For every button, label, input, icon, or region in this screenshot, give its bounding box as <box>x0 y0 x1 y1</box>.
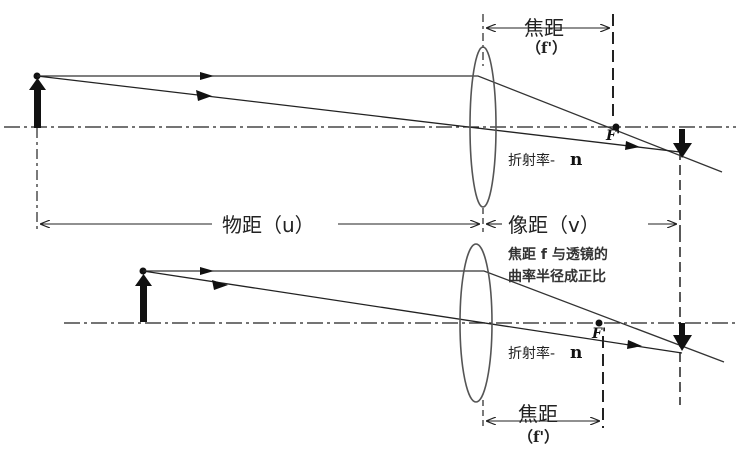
top-ray-center <box>36 75 681 153</box>
note-line-1: 焦距 f 与透镜的 <box>507 246 608 263</box>
bottom-focus-mark: F' <box>591 326 606 342</box>
top-object-arrow <box>29 72 46 128</box>
top-image-arrow <box>673 129 692 158</box>
top-ray-parallel <box>37 75 723 173</box>
top-diagram: F' 焦距 （f'） 折射率- n <box>4 14 736 232</box>
bottom-ray-parallel <box>143 270 725 363</box>
bottom-focal-point <box>595 319 603 327</box>
bottom-object-arrow <box>135 267 152 322</box>
bottom-ray-dir-3 <box>627 340 642 349</box>
top-focal-symbol: （f'） <box>526 39 567 57</box>
bottom-ray-dir-2 <box>212 280 228 290</box>
bottom-ray-dir-1 <box>200 267 214 275</box>
top-ray-dir-2 <box>196 90 212 101</box>
top-lens <box>469 46 497 208</box>
bottom-ray-center <box>142 270 683 354</box>
bottom-refraction-label: 折射率- <box>508 345 555 362</box>
bottom-diagram: F' 折射率- n 焦距 （f'） <box>64 232 736 446</box>
top-ray-dir-3 <box>625 141 640 150</box>
top-refraction-n: n <box>570 150 582 170</box>
top-focal-title: 焦距 <box>524 16 564 40</box>
bottom-lens <box>459 243 493 403</box>
object-distance-label: 物距（u） <box>222 213 315 237</box>
bottom-focal-symbol: （f'） <box>518 428 559 446</box>
bottom-refraction-n: n <box>570 343 582 363</box>
note-line-2: 曲率半径成正比 <box>508 268 606 285</box>
bottom-image-arrow <box>673 323 692 351</box>
distance-row: 物距（u） 像距（v） <box>41 213 676 237</box>
bottom-focal-title: 焦距 <box>518 402 558 426</box>
top-refraction-label: 折射率- <box>508 152 555 169</box>
top-focus-mark: F' <box>605 128 620 144</box>
top-focal-point <box>612 123 620 131</box>
top-ray-dir-1 <box>200 72 214 80</box>
image-distance-label: 像距（v） <box>508 213 600 237</box>
